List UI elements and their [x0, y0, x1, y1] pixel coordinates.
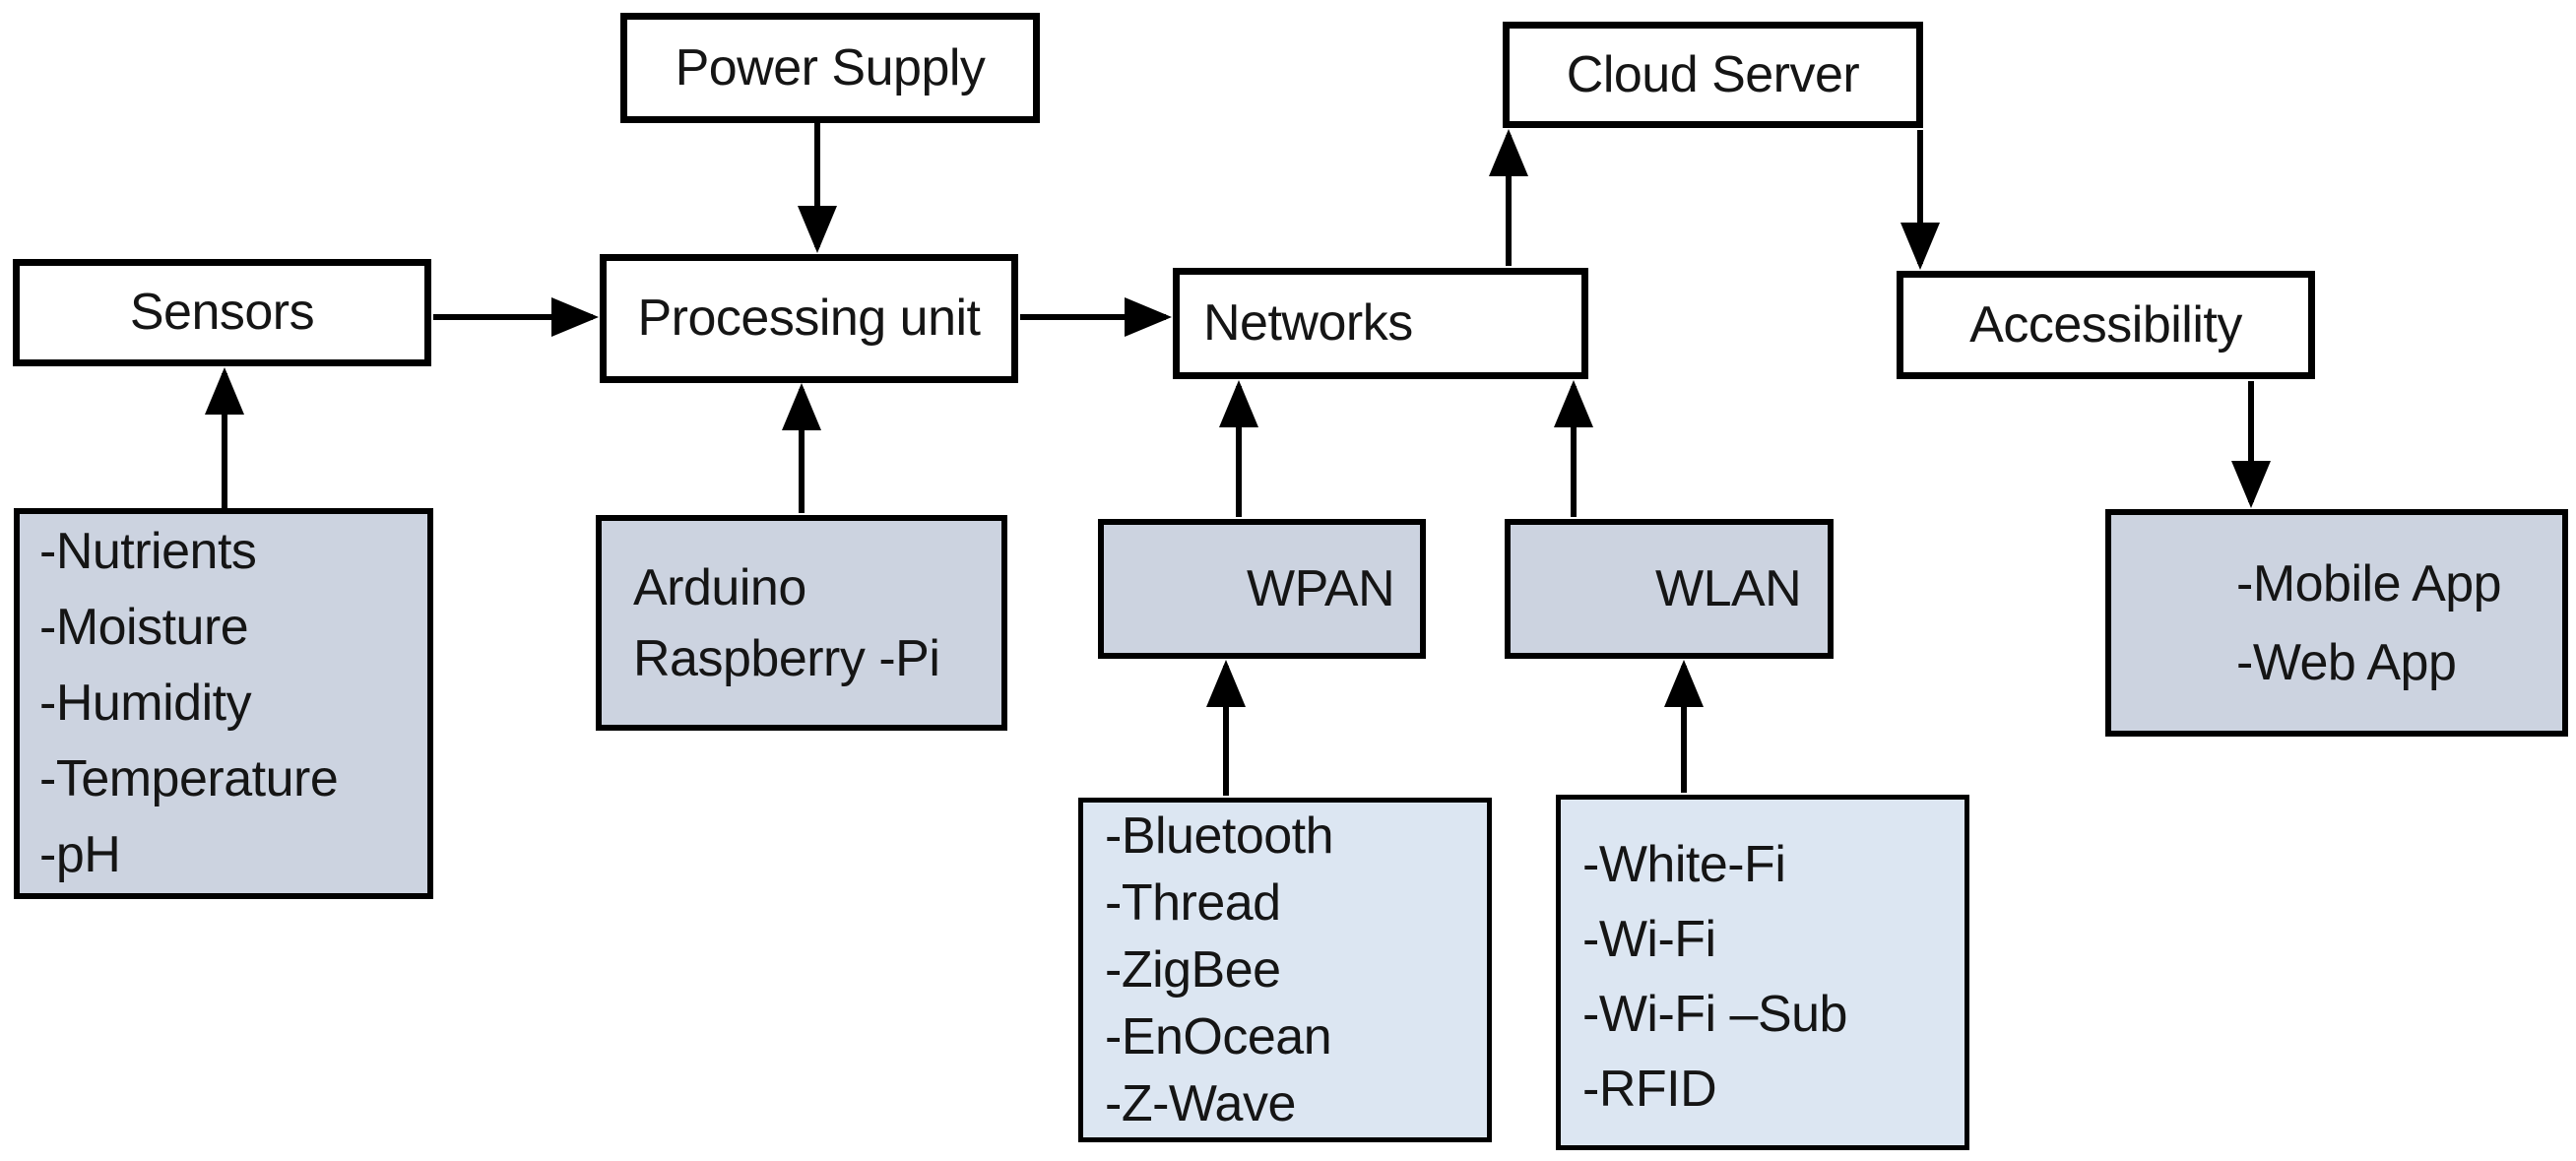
- list-item: -Temperature: [39, 750, 339, 807]
- processing-unit-label: Processing unit: [637, 290, 981, 348]
- list-item: -ZigBee: [1105, 941, 1281, 999]
- node-sensor-list: -Nutrients -Moisture -Humidity -Temperat…: [14, 508, 433, 899]
- cloud-server-label: Cloud Server: [1566, 45, 1860, 103]
- wpan-label: WPAN: [1247, 559, 1395, 617]
- list-item: -Wi-Fi: [1582, 911, 1716, 968]
- node-cloud-server: Cloud Server: [1503, 22, 1923, 128]
- node-wlan: WLAN: [1505, 519, 1834, 659]
- list-item: -Mobile App: [2236, 554, 2502, 613]
- list-item: -Bluetooth: [1105, 807, 1334, 865]
- node-accessibility: Accessibility: [1897, 271, 2315, 379]
- sensors-label: Sensors: [129, 284, 315, 342]
- list-item: -EnOcean: [1105, 1008, 1332, 1065]
- list-item: -White-Fi: [1582, 836, 1786, 893]
- list-item: -Humidity: [39, 675, 252, 732]
- node-wpan: WPAN: [1098, 519, 1426, 659]
- list-item: -Wi-Fi –Sub: [1582, 986, 1847, 1043]
- list-item: Arduino: [633, 558, 806, 616]
- list-item: -Moisture: [39, 599, 249, 656]
- node-wlan-protocols: -White-Fi -Wi-Fi -Wi-Fi –Sub -RFID: [1556, 795, 1969, 1150]
- list-item: -Nutrients: [39, 523, 257, 580]
- node-power-supply: Power Supply: [620, 13, 1040, 123]
- node-networks: Networks: [1173, 268, 1588, 379]
- node-apps: -Mobile App -Web App: [2105, 509, 2568, 737]
- networks-label: Networks: [1203, 294, 1413, 353]
- node-processing-unit: Processing unit: [600, 254, 1018, 383]
- list-item: -Z-Wave: [1105, 1075, 1296, 1132]
- list-item: -RFID: [1582, 1061, 1717, 1118]
- node-controllers: Arduino Raspberry -Pi: [596, 515, 1007, 731]
- list-item: Raspberry -Pi: [633, 629, 940, 687]
- list-item: -pH: [39, 826, 121, 883]
- power-supply-label: Power Supply: [675, 38, 986, 97]
- accessibility-label: Accessibility: [1969, 295, 2242, 354]
- node-wpan-protocols: -Bluetooth -Thread -ZigBee -EnOcean -Z-W…: [1078, 798, 1492, 1142]
- wlan-label: WLAN: [1655, 559, 1802, 617]
- node-sensors: Sensors: [13, 259, 431, 366]
- list-item: -Thread: [1105, 874, 1281, 932]
- list-item: -Web App: [2236, 633, 2457, 691]
